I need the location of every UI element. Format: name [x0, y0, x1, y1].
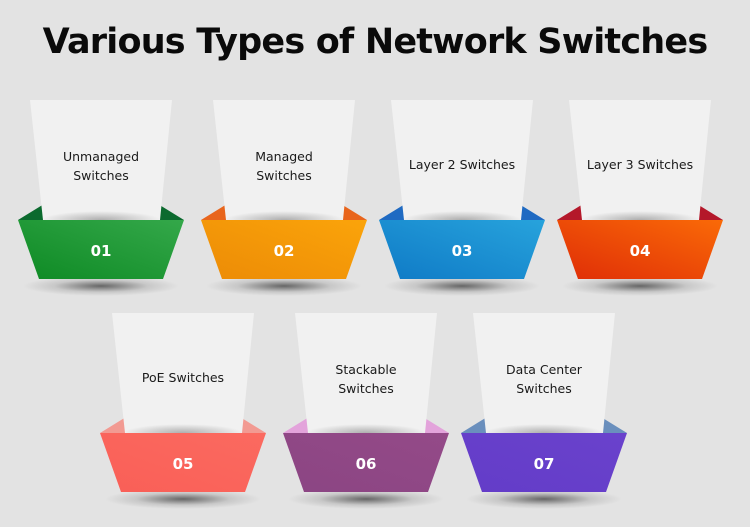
label-line-2: Switches	[516, 381, 572, 396]
switch-card-05: PoE Switches 05	[100, 313, 266, 513]
label-line-1: Data Center	[506, 362, 582, 377]
switch-card-01: Unmanaged Switches 01	[18, 100, 184, 300]
label-line-2: Switches	[73, 168, 129, 183]
pocket-graphic	[461, 313, 627, 509]
pocket-graphic	[379, 100, 545, 296]
switch-type-label: Stackable Switches	[311, 360, 421, 398]
switch-type-label: Data Center Switches	[489, 360, 599, 398]
switch-card-02: Managed Switches 02	[201, 100, 367, 300]
switch-number: 05	[172, 455, 194, 473]
switch-type-label: Layer 3 Switches	[585, 155, 695, 174]
switch-number: 01	[90, 242, 112, 260]
switch-type-label: Managed Switches	[229, 147, 339, 185]
label-line-1: Stackable	[335, 362, 397, 377]
switch-type-label: Unmanaged Switches	[46, 147, 156, 185]
page-title: Various Types of Network Switches	[42, 22, 709, 62]
label-line-1: Managed	[255, 149, 313, 164]
switch-number: 04	[629, 242, 651, 260]
switch-card-03: Layer 2 Switches 03	[379, 100, 545, 300]
pocket-graphic	[283, 313, 449, 509]
switch-type-label: Layer 2 Switches	[407, 155, 517, 174]
pocket-graphic	[201, 100, 367, 296]
pocket-graphic	[18, 100, 184, 296]
switch-number: 03	[451, 242, 473, 260]
label-line-1: Unmanaged	[62, 149, 140, 164]
pocket-graphic	[557, 100, 723, 296]
label-line-1: PoE Switches	[141, 370, 225, 385]
switch-number: 02	[273, 242, 295, 260]
switch-number: 06	[355, 455, 377, 473]
switch-number: 07	[533, 455, 555, 473]
switch-card-07: Data Center Switches 07	[461, 313, 627, 513]
switch-type-label: PoE Switches	[128, 368, 238, 387]
pocket-graphic	[100, 313, 266, 509]
label-line-2: Switches	[256, 168, 312, 183]
switch-card-04: Layer 3 Switches 04	[557, 100, 723, 300]
label-line-1: Layer 2 Switches	[408, 157, 516, 172]
switch-card-06: Stackable Switches 06	[283, 313, 449, 513]
label-line-1: Layer 3 Switches	[586, 157, 694, 172]
label-line-2: Switches	[338, 381, 394, 396]
